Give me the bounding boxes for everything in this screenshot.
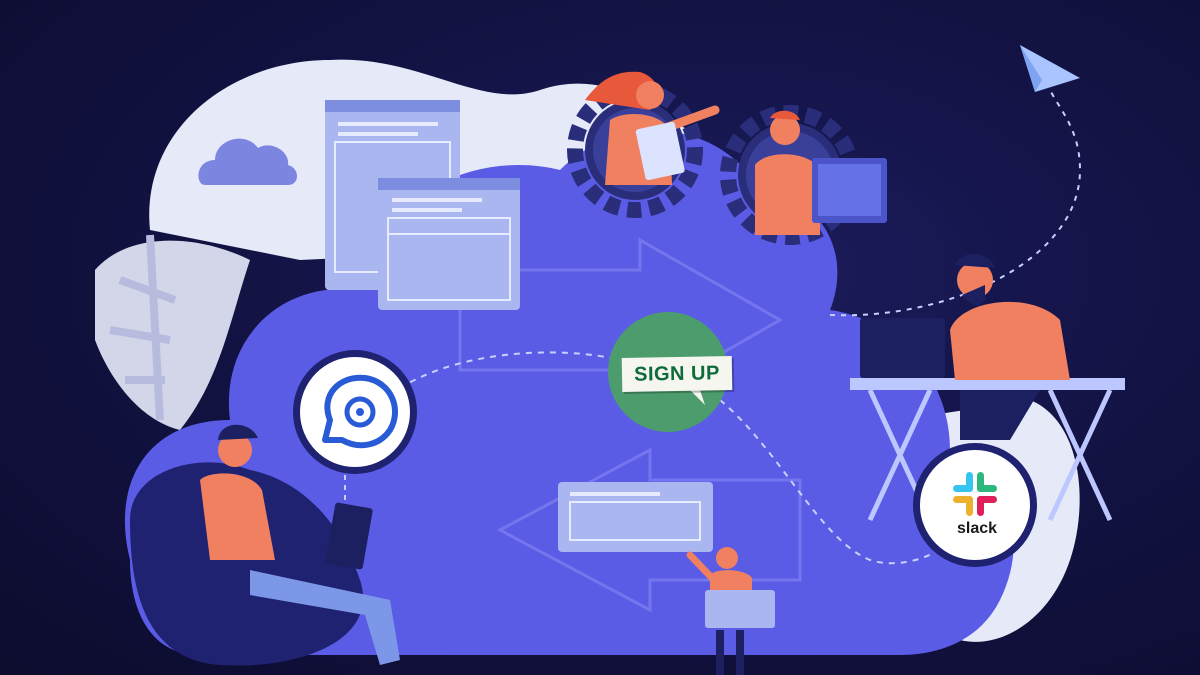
- person-with-clipboard: [585, 71, 720, 185]
- slack-logo-icon: [953, 472, 997, 516]
- cloud-icon: [198, 138, 297, 185]
- window-panel-front: [378, 178, 520, 310]
- person-at-desk: [860, 254, 1070, 440]
- paper-plane-icon: [1020, 45, 1080, 92]
- arrow-shape-left: [496, 447, 802, 613]
- signup-label[interactable]: SIGN UP: [621, 356, 733, 392]
- slack-badge[interactable]: [913, 443, 1037, 567]
- desk: [850, 378, 1125, 522]
- chat-bubble-logo-icon: [322, 374, 398, 449]
- dashed-path-right: [719, 399, 951, 565]
- window-panel-bottom: [558, 482, 713, 552]
- leaf-decoration: [95, 234, 250, 430]
- person-with-monitor: [755, 110, 887, 235]
- chat-bubble-logo-badge[interactable]: [293, 350, 417, 474]
- person-on-beanbag: [130, 424, 400, 666]
- dashed-path-plane: [829, 89, 1082, 317]
- slack-label: slack: [956, 520, 998, 537]
- dashed-path-left: [389, 351, 621, 396]
- person-holding-panel: [686, 547, 775, 675]
